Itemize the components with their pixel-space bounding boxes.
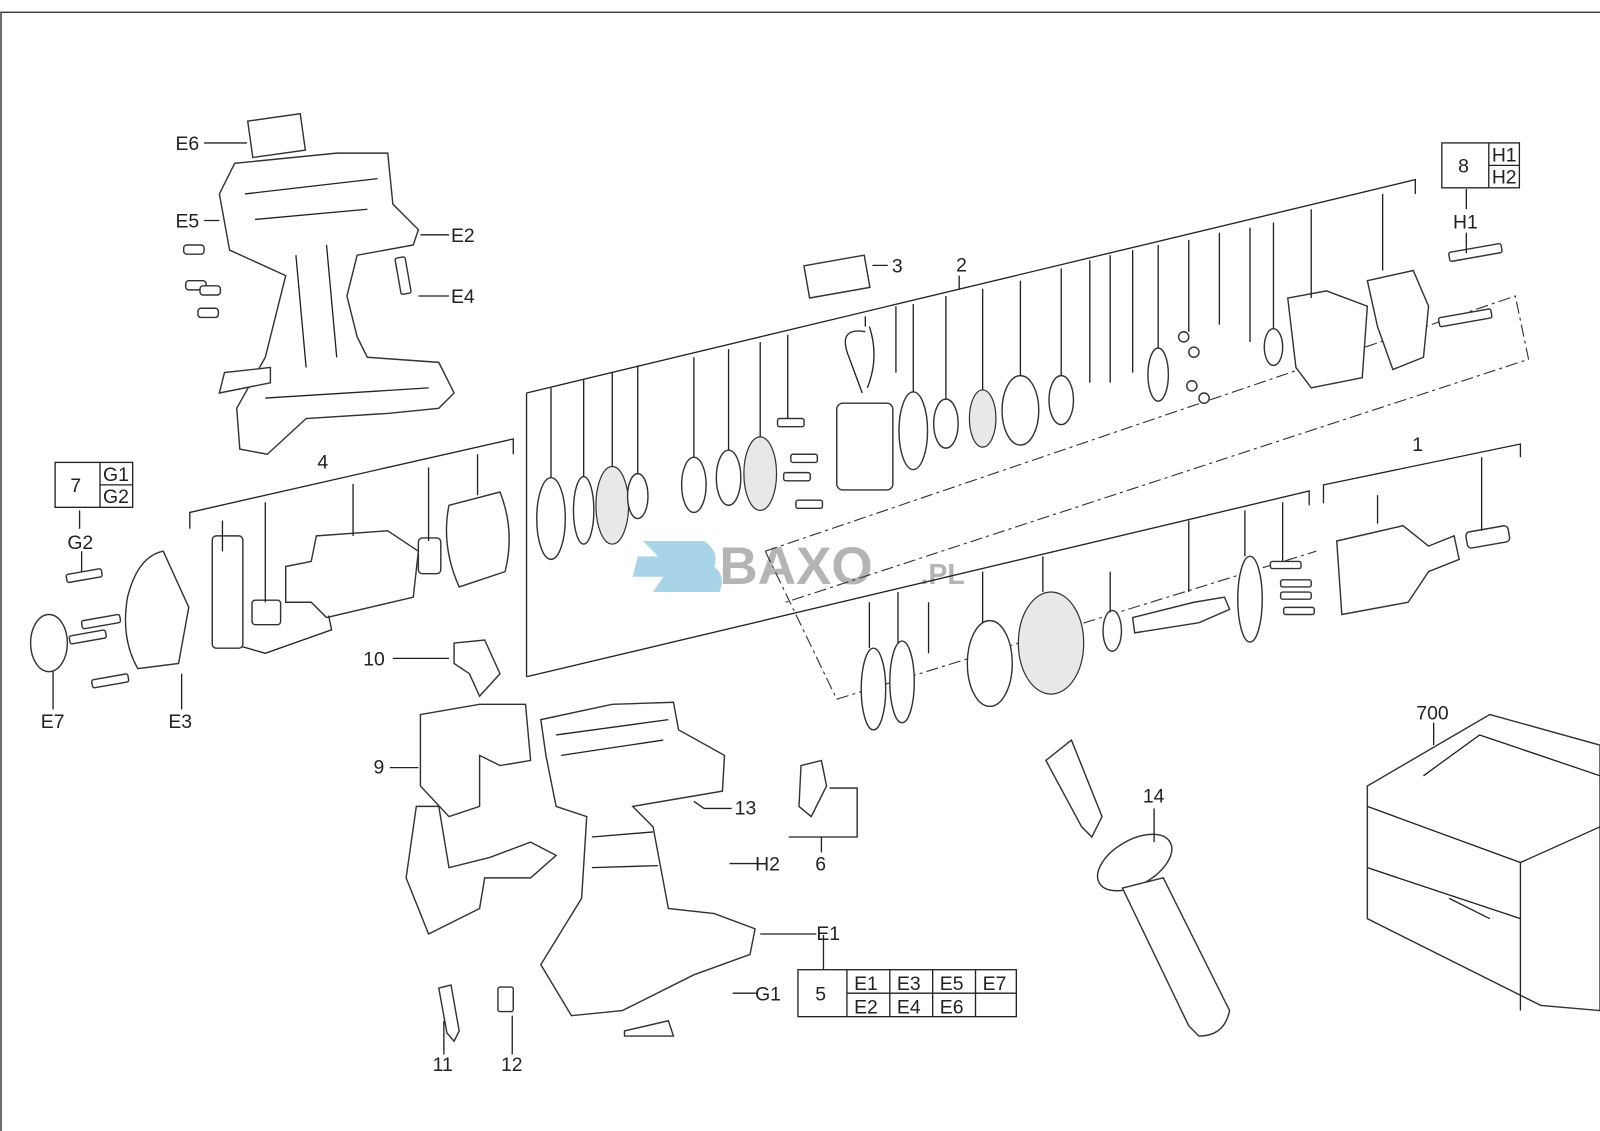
callout-lines-misc [52,142,1467,710]
bracket-1 [1322,443,1522,504]
label-2: 2 [956,255,967,277]
label-E4: E4 [451,286,475,308]
kit-table-5: 5 E1 E3 E5 E7 E2 E4 E6 [797,969,1017,1019]
label-9: 9 [373,757,384,779]
housing-left-half [182,112,455,456]
bracket-4 [189,438,514,529]
label-10: 10 [363,649,385,671]
carry-case [1366,713,1600,1012]
bracket-2 [525,178,1416,678]
kit-5-item: E5 [940,973,964,995]
dash-guide [764,295,1530,700]
kit-5-item: E4 [897,997,921,1019]
label-E6: E6 [176,133,200,155]
kit-7-item: G1 [103,464,129,486]
label-14: 14 [1143,785,1165,807]
label-G2: G2 [67,532,93,554]
callout-lines-lower [389,657,858,1055]
housing-right-half [539,701,756,1037]
kit-5-item: E7 [983,973,1007,995]
kit-8-item: H1 [1492,144,1517,166]
label-1: 1 [1412,434,1423,456]
watermark-logo: BAXO .PL [632,537,965,596]
label-6: 6 [815,854,826,876]
kit-5-item: E1 [854,973,878,995]
motor-parts [29,491,510,689]
kit-5-number: 5 [815,983,826,1005]
chuck-parts [860,524,1511,731]
label-H1: H1 [1453,212,1478,234]
kit-5-item: E6 [940,997,964,1019]
kit-5-item: E3 [897,973,921,995]
watermark-brand: BAXO [719,537,872,596]
label-E2: E2 [451,225,475,247]
kit-table-8: 8 H1 H2 [1441,142,1521,189]
label-4: 4 [317,452,328,474]
label-E3: E3 [168,711,192,733]
label-12: 12 [501,1054,523,1076]
kit-8-number: 8 [1458,156,1469,178]
kit-5-item: E2 [854,997,878,1019]
label-13: 13 [735,798,757,820]
kit-8-item: H2 [1492,167,1517,189]
callout-lines-2 [550,193,1384,478]
kit-7-number: 7 [70,475,81,497]
gearbox-parts [536,242,1503,561]
label-H2: H2 [755,854,780,876]
kit-table-7: 7 G1 G2 [54,461,134,508]
side-handle [1045,738,1231,1037]
frame-border [0,11,1600,1131]
label-3: 3 [892,256,903,278]
switch-parts [405,639,828,1043]
label-E7: E7 [41,711,65,733]
label-11: 11 [433,1054,453,1076]
label-700: 700 [1416,703,1449,725]
label-G1: G1 [755,983,781,1005]
callout-lines-1 [868,457,1483,654]
callout-lines-4 [221,454,479,603]
kit-7-item: G2 [103,486,129,508]
label-E1: E1 [816,923,840,945]
label-E5: E5 [176,211,200,233]
